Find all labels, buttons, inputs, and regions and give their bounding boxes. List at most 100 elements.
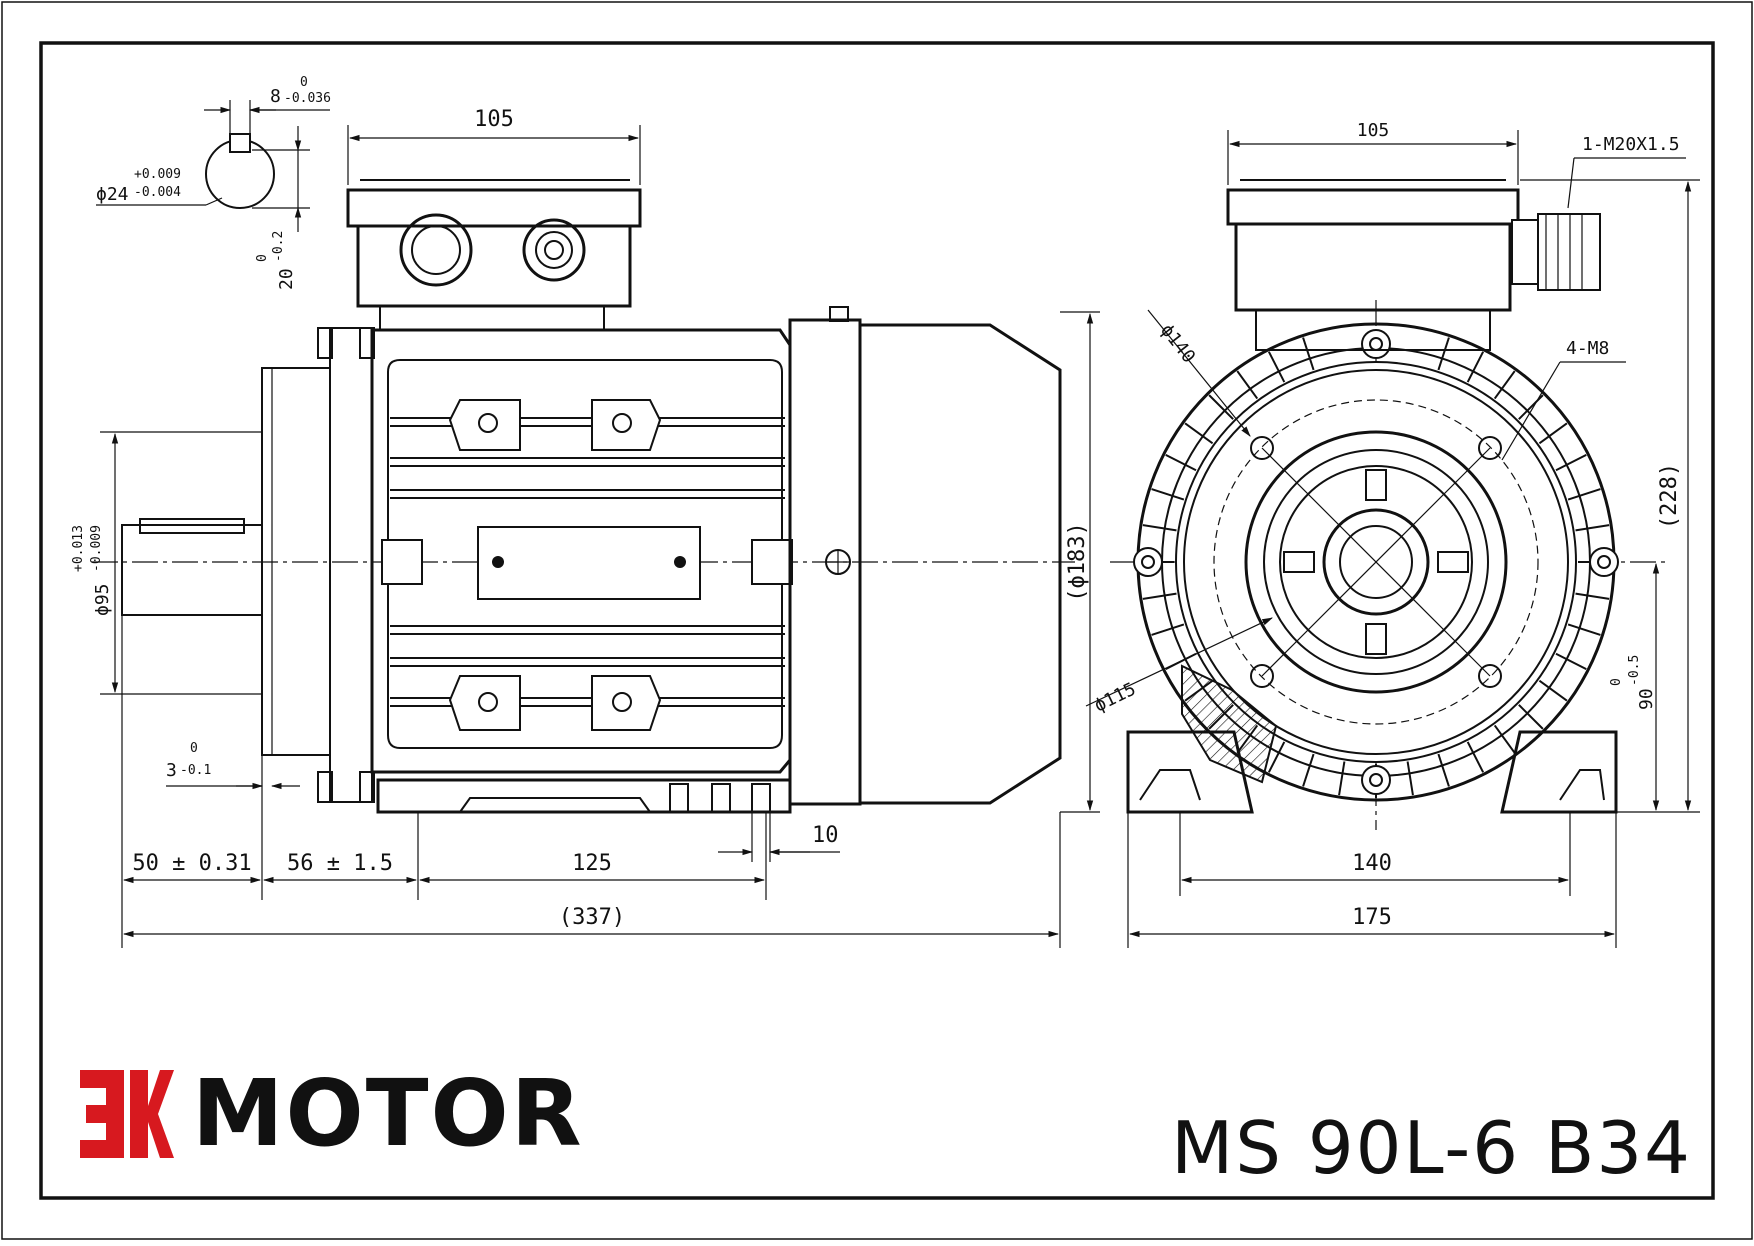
dim-key-depth: 20 [276, 268, 297, 290]
dim-shaft-height-tol-upper: 0 [1609, 678, 1624, 686]
dim-shaft-height-tol-lower: -0.5 [1627, 655, 1642, 686]
dim-foot-spacing: 125 [572, 851, 612, 876]
fin [1493, 370, 1516, 400]
fin [1437, 337, 1450, 371]
fin [1518, 394, 1544, 420]
end-foot-right [1500, 730, 1618, 814]
dim-end-terminal-box-width: 105 [1357, 120, 1390, 141]
dim-foot-hole-spacing: 140 [1352, 851, 1392, 876]
cable-gland [1537, 213, 1601, 291]
fin [1236, 370, 1259, 400]
brand-logo: MOTOR [78, 1066, 584, 1162]
shaft [121, 524, 263, 616]
spigot [1244, 430, 1508, 694]
dim-spigot-tol-upper: +0.013 [71, 525, 86, 572]
flange-hole [1250, 664, 1274, 688]
motor-foot [376, 778, 792, 814]
fin [1466, 741, 1485, 773]
dim-shaft-dia: ϕ24 [96, 184, 129, 205]
nameplate-rivet [674, 556, 686, 568]
end-view: 105 1-M20X1.5 ϕ140 4-M8 ϕ115 (228) 90 0 … [1085, 120, 1700, 948]
side-view: 105 8 0 -0.036 ϕ24 +0.009 -0.004 20 0 [71, 75, 1100, 948]
fan-cover [858, 323, 1062, 805]
dim-key-depth-tol-upper: 0 [255, 254, 270, 262]
dim-flange-step: 3 [166, 760, 177, 781]
fin [1493, 724, 1516, 754]
brand-name: MOTOR [192, 1060, 584, 1167]
fin [1142, 592, 1177, 600]
dim-foot-width: 175 [1352, 905, 1392, 930]
dim-shaft-tol-lower: -0.004 [134, 185, 181, 200]
flange-ring [329, 327, 373, 803]
shaft-key [139, 518, 245, 534]
fin [1151, 488, 1185, 501]
cable-entry [399, 213, 473, 287]
fin [1575, 592, 1610, 600]
fin [1567, 623, 1601, 636]
fin [1267, 351, 1286, 383]
dim-foot-offset: 56 ± 1.5 [287, 851, 393, 876]
dim-key-width-tol-upper: 0 [300, 75, 308, 90]
dim-shaft-length: 50 ± 0.31 [132, 851, 251, 876]
frame-border [39, 41, 1715, 1200]
dim-flange-pcd: ϕ140 [1156, 320, 1199, 367]
brand-mark-icon [80, 1070, 174, 1158]
dim-key-width: 8 [270, 86, 281, 107]
fin [1555, 652, 1587, 671]
mount-brackets [448, 399, 662, 731]
fin [1575, 524, 1610, 532]
plug-entry [522, 218, 586, 282]
terminal-box [346, 179, 642, 331]
fin [1151, 623, 1185, 636]
fin [1466, 351, 1485, 383]
dim-flange-step-tol-lower: -0.1 [180, 763, 211, 778]
dim-terminal-box-width: 105 [474, 107, 514, 132]
dim-flange-holes: 4-M8 [1566, 338, 1609, 359]
fin [1184, 422, 1214, 445]
dim-cable-gland: 1-M20X1.5 [1582, 134, 1680, 155]
dim-flange-step-tol-upper: 0 [190, 741, 198, 756]
fin [1338, 761, 1346, 796]
dim-foot-thickness: 10 [812, 823, 839, 848]
terminal-box-lid [346, 188, 642, 228]
model-designation: MS 90L-6 B34 [1171, 1106, 1692, 1190]
shaft-section-detail: 8 0 -0.036 ϕ24 +0.009 -0.004 20 0 -0.2 [96, 75, 331, 290]
fin [1142, 524, 1177, 532]
nameplate-rivet [492, 556, 504, 568]
shaft-end [1339, 525, 1413, 599]
fin [1302, 337, 1315, 371]
dim-overall-height: (228) [1657, 463, 1682, 529]
end-terminal-lid [1226, 188, 1520, 226]
end-foot-left [1126, 730, 1254, 814]
fin [1437, 753, 1450, 787]
section-cut [1181, 664, 1278, 784]
dim-key-width-tol-lower: -0.036 [284, 91, 331, 106]
fin [1406, 761, 1414, 796]
pcd-circle [1213, 399, 1539, 725]
keyway [229, 133, 251, 153]
fin [1165, 453, 1197, 472]
flange-hole [1478, 664, 1502, 688]
dim-key-depth-tol-lower: -0.2 [271, 231, 286, 262]
flange-hole [1250, 436, 1274, 460]
fin [1555, 453, 1587, 472]
dim-overall-length: (337) [559, 905, 625, 930]
dim-shaft-height: 90 [1636, 688, 1657, 710]
dim-spigot-dia: ϕ95 [92, 583, 113, 616]
fin [1208, 394, 1234, 420]
fin [1538, 422, 1568, 445]
dim-spigot-tol-lower: -0.009 [89, 525, 104, 572]
fin [1267, 741, 1286, 773]
shaft-boss [1322, 508, 1430, 616]
nameplate [477, 526, 701, 600]
fin [1518, 704, 1544, 730]
dim-spigot-dia-end: ϕ115 [1091, 679, 1139, 717]
end-terminal-housing [1234, 222, 1512, 312]
flange-hole [1478, 436, 1502, 460]
fin [1302, 753, 1315, 787]
terminal-box-housing [356, 224, 632, 308]
fin [1567, 488, 1601, 501]
